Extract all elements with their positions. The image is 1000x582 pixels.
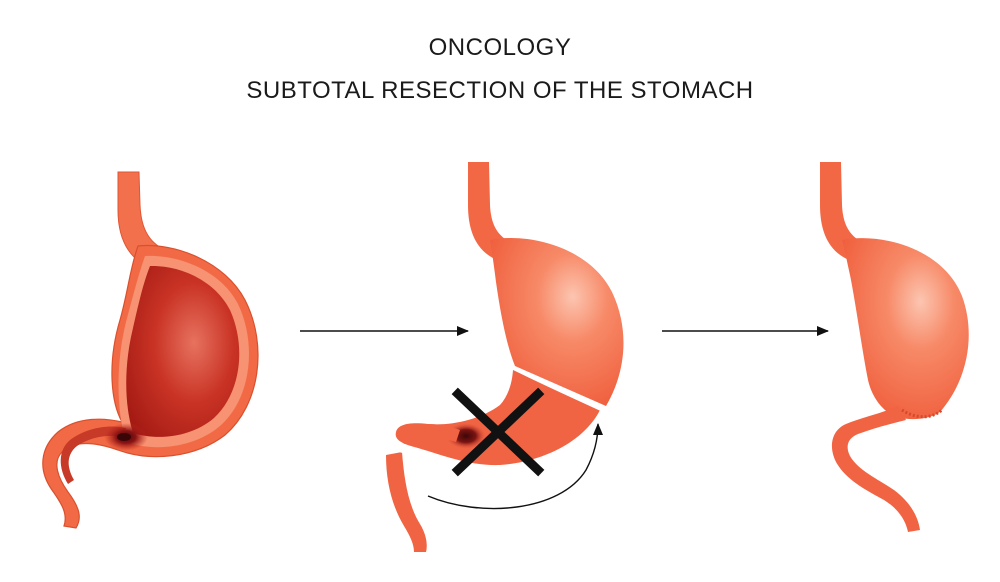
stomach-resection [386, 162, 624, 552]
duodenum-segment [386, 452, 427, 552]
duodenum-inner [60, 426, 126, 484]
anastomosis-seam [901, 408, 943, 419]
cut-line-lower [393, 446, 407, 454]
stomach-with-tumor [42, 171, 259, 529]
stomach-remaining-part [490, 238, 624, 406]
stomach-inner-cavity [126, 265, 240, 437]
stomach-resected-part [395, 370, 600, 466]
tumor-core [117, 433, 131, 441]
esophagus [468, 162, 520, 262]
stomach-remaining-part [842, 238, 969, 420]
duodenum-remnant [400, 424, 460, 444]
page-subtitle: SUBTOTAL RESECTION OF THE STOMACH [246, 77, 754, 104]
reconnection-arrow [427, 423, 603, 510]
cross-mark-stroke-2 [451, 387, 545, 477]
cut-line-upper [512, 366, 603, 412]
esophagus [820, 162, 872, 262]
stomach-after-resection [820, 162, 969, 532]
page-title: ONCOLOGY [428, 34, 572, 61]
duodenum [831, 406, 920, 532]
